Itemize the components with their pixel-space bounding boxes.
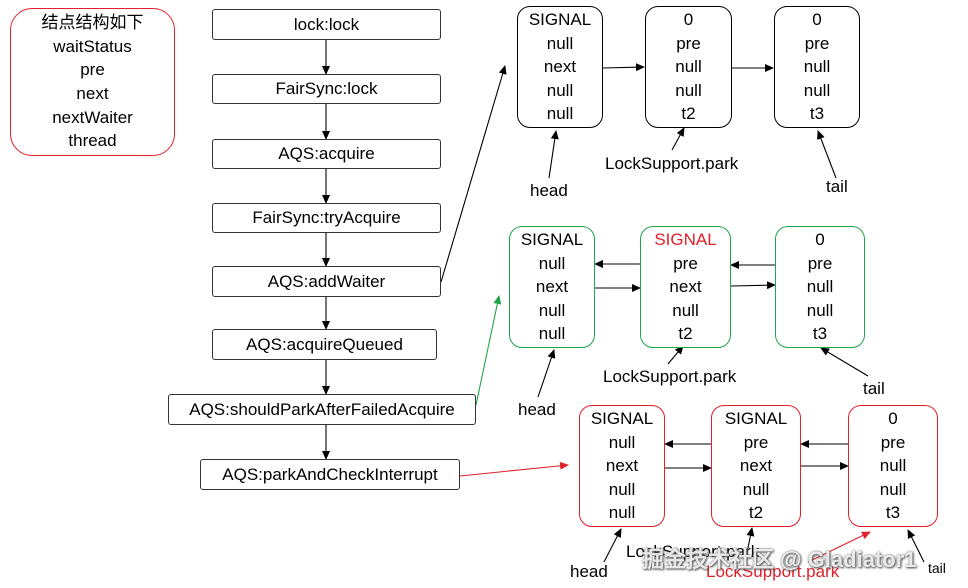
node-nextwaiter: null bbox=[672, 300, 699, 320]
step-aqs-acquirequeued: AQS:acquireQueued bbox=[212, 329, 437, 360]
node-nextwaiter: null bbox=[803, 80, 831, 100]
node-thread: null bbox=[608, 503, 636, 523]
queue3-tail-label: tail bbox=[928, 560, 946, 576]
queue1-head-node: SIGNAL null next null null bbox=[517, 6, 603, 128]
node-thread: t2 bbox=[681, 104, 696, 124]
step-aqs-parkandcheckinterrupt: AQS:parkAndCheckInterrupt bbox=[200, 459, 460, 490]
node-waitstatus: 0 bbox=[888, 409, 898, 429]
node-thread: t2 bbox=[748, 503, 764, 523]
node-pre: null bbox=[608, 432, 636, 452]
legend-field-nextwaiter: nextWaiter bbox=[52, 107, 133, 127]
node-nextwaiter: null bbox=[879, 479, 907, 499]
node-next: next bbox=[605, 456, 639, 476]
node-next: null bbox=[675, 57, 702, 77]
node-next: next bbox=[535, 277, 569, 297]
node-nextwaiter: null bbox=[675, 80, 702, 100]
node-next: null bbox=[803, 57, 831, 77]
step-aqs-acquire: AQS:acquire bbox=[212, 139, 441, 169]
queue3-t3-node: 0 pre null null t3 bbox=[848, 405, 938, 527]
node-next: next bbox=[669, 277, 702, 297]
queue2-next-arrow bbox=[730, 281, 776, 290]
queue2-park-pointer bbox=[667, 345, 684, 365]
queue2-t3-node: 0 pre null null t3 bbox=[775, 226, 865, 348]
node-waitstatus-changed: SIGNAL bbox=[654, 230, 717, 250]
queue3-t2-node: SIGNAL pre next null t2 bbox=[711, 405, 801, 527]
watermark: 掘金技术社区 @ Gladiator1 bbox=[642, 547, 917, 572]
step-fairsync-lock: FairSync:lock bbox=[212, 74, 441, 104]
queue2-head-label: head bbox=[518, 400, 556, 419]
queue3-head-pointer bbox=[603, 528, 622, 563]
node-waitstatus: SIGNAL bbox=[528, 10, 592, 30]
node-waitstatus: SIGNAL bbox=[724, 409, 788, 429]
node-waitstatus: 0 bbox=[815, 230, 825, 250]
addwaiter-to-queue1-arrow bbox=[440, 65, 507, 283]
queue1-park-label: LockSupport.park bbox=[605, 154, 739, 173]
node-nextwaiter: null bbox=[608, 479, 636, 499]
legend-title: 结点结构如下 bbox=[41, 13, 144, 33]
node-waitstatus: 0 bbox=[812, 10, 822, 30]
queue1-park-pointer bbox=[671, 127, 685, 151]
queue2-head-node: SIGNAL null next null null bbox=[509, 226, 595, 348]
legend-field-pre: pre bbox=[80, 60, 105, 80]
node-waitstatus: 0 bbox=[683, 10, 694, 30]
node-pre: null bbox=[538, 253, 566, 273]
node-thread: t3 bbox=[809, 104, 825, 124]
node-pre: null bbox=[546, 33, 574, 53]
node-nextwaiter: null bbox=[546, 80, 574, 100]
shouldpark-to-queue2-arrow bbox=[475, 295, 502, 406]
node-waitstatus: SIGNAL bbox=[520, 230, 584, 250]
step-lock-lock: lock:lock bbox=[212, 9, 441, 40]
node-next: next bbox=[739, 456, 773, 476]
queue1-t2-node: 0 pre null null t2 bbox=[645, 6, 732, 128]
node-thread: t2 bbox=[678, 324, 693, 344]
node-next: next bbox=[543, 57, 577, 77]
queue3-head-node: SIGNAL null next null null bbox=[579, 405, 665, 527]
node-pre: pre bbox=[676, 33, 701, 53]
queue2-park-label: LockSupport.park bbox=[603, 367, 737, 386]
node-structure-legend: 结点结构如下 waitStatus pre next nextWaiter th… bbox=[10, 8, 175, 156]
node-waitstatus: SIGNAL bbox=[590, 409, 654, 429]
queue2-tail-label: tail bbox=[863, 379, 885, 398]
node-nextwaiter: null bbox=[538, 300, 566, 320]
node-thread: t3 bbox=[885, 503, 901, 523]
node-pre: pre bbox=[807, 253, 833, 273]
node-thread: null bbox=[538, 324, 566, 344]
node-next: null bbox=[879, 456, 907, 476]
node-nextwaiter: null bbox=[806, 300, 834, 320]
queue1-next-arrow bbox=[602, 63, 645, 72]
queue2-t2-node: SIGNAL pre next null t2 bbox=[640, 226, 731, 348]
queue3-head-label: head bbox=[570, 562, 608, 581]
parkcheck-to-queue3-arrow bbox=[459, 461, 569, 477]
node-nextwaiter: null bbox=[742, 479, 770, 499]
legend-field-waitstatus: waitStatus bbox=[53, 36, 132, 56]
queue1-t3-node: 0 pre null null t3 bbox=[774, 6, 860, 128]
node-pre: pre bbox=[804, 33, 830, 53]
legend-field-thread: thread bbox=[68, 131, 117, 151]
legend-field-next: next bbox=[76, 84, 109, 103]
queue3-park-t2-label: LockSupport.park bbox=[626, 542, 760, 561]
node-thread: null bbox=[546, 104, 574, 124]
node-thread: t3 bbox=[812, 324, 828, 344]
queue2-tail-pointer bbox=[820, 347, 869, 377]
queue1-head-pointer bbox=[548, 130, 559, 179]
step-aqs-shouldparkafterfailedacquire: AQS:shouldParkAfterFailedAcquire bbox=[168, 394, 476, 425]
step-aqs-addwaiter: AQS:addWaiter bbox=[212, 266, 441, 297]
step-fairsync-tryacquire: FairSync:tryAcquire bbox=[212, 203, 441, 233]
queue3-park-t3-label: LockSupport.park bbox=[706, 562, 840, 581]
node-pre: pre bbox=[673, 253, 698, 273]
node-pre: pre bbox=[880, 432, 906, 452]
queue1-tail-label: tail bbox=[826, 177, 848, 196]
queue2-head-pointer bbox=[537, 349, 556, 398]
queue1-tail-pointer bbox=[817, 130, 837, 179]
queue1-head-label: head bbox=[530, 181, 568, 200]
node-pre: pre bbox=[743, 432, 769, 452]
node-next: null bbox=[806, 277, 834, 297]
